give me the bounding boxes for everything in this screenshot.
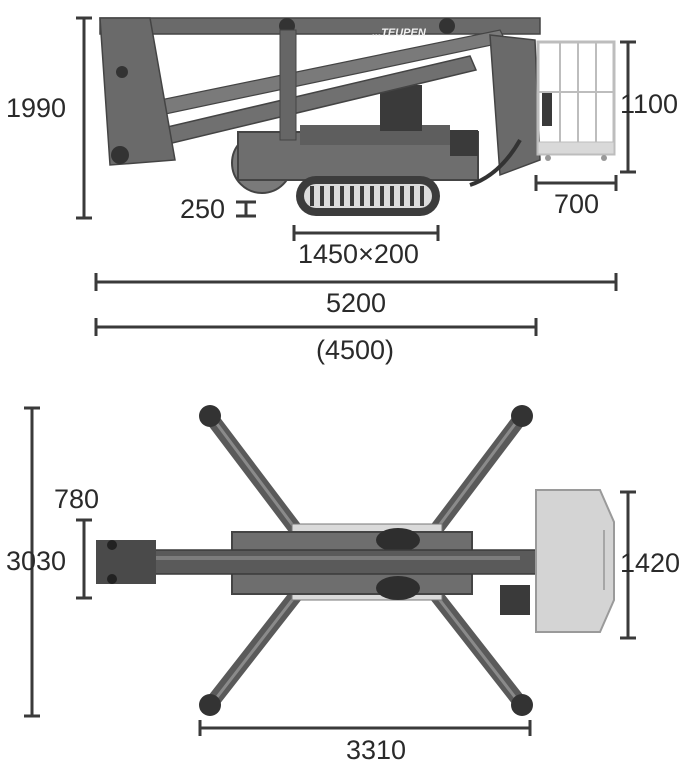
dim-length-transport: (4500) xyxy=(316,335,394,365)
top-view-machine xyxy=(96,405,554,716)
dim-basket-width: 700 xyxy=(554,189,599,219)
dim-length-total: 5200 xyxy=(326,288,386,318)
dim-basket-height: 1100 xyxy=(620,89,678,119)
dim-track-size: 1450×200 xyxy=(298,239,419,269)
brand-logo: ...TEUPEN xyxy=(372,27,427,39)
dim-outrigger-span: 3310 xyxy=(346,735,406,762)
dim-width-outriggers: 3030 xyxy=(6,546,66,576)
side-dimension-lines xyxy=(76,16,636,336)
top-view-basket xyxy=(535,489,615,633)
dim-ground-clearance: 250 xyxy=(180,194,225,224)
dim-width-machine: 780 xyxy=(54,484,99,514)
side-view-machine xyxy=(99,17,552,216)
dim-basket-depth: 1420 xyxy=(620,548,680,578)
side-view-basket xyxy=(536,40,616,161)
dim-height-total: 1990 xyxy=(6,93,66,123)
top-dimension-lines xyxy=(24,406,636,736)
